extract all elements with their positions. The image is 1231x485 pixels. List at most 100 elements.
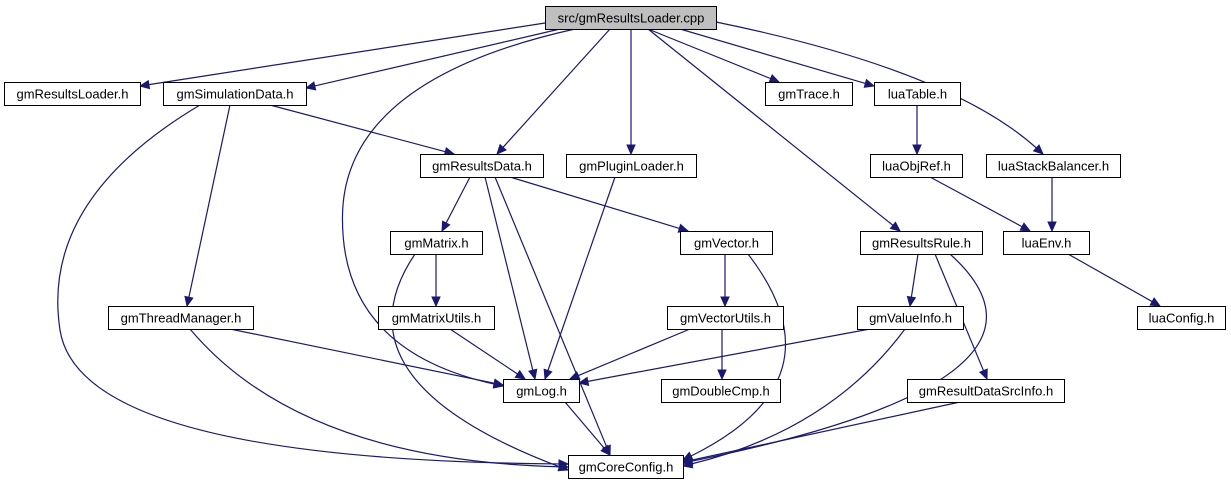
edge-luatable-to-luaobjref [912,105,922,156]
node-label: gmVectorUtils.h [680,311,771,326]
node-label: gmDoubleCmp.h [672,384,770,399]
edge-line [509,176,680,229]
edge-line [189,328,560,468]
node-matrixutils[interactable]: gmMatrixUtils.h [378,306,495,330]
node-box [545,6,717,30]
arrowhead-icon [138,79,151,90]
edge-resultdatasrcinfo-to-coreconfig [681,401,961,465]
node-resultsrule[interactable]: gmResultsRule.h [860,231,983,255]
edge-line [564,401,605,449]
node-label: gmResultsLoader.h [16,87,128,102]
node-box [390,231,483,255]
node-box [667,306,784,330]
node-gmmatrix[interactable]: gmMatrix.h [390,231,483,255]
node-label: gmTrace.h [778,87,840,102]
arrowhead-icon [600,444,611,456]
node-box [1137,306,1226,330]
node-box [907,379,1065,403]
node-box [568,455,684,479]
edge-line [647,28,771,80]
node-box [860,231,983,255]
edge-root-to-resultsrule [647,28,901,232]
node-resultsloader_h[interactable]: gmResultsLoader.h [4,82,141,106]
arrowhead-icon [577,376,590,386]
node-box [765,82,853,106]
node-box [566,154,697,178]
node-luastackbalancer[interactable]: luaStackBalancer.h [986,154,1121,178]
arrowhead-icon [304,81,317,91]
arrowhead-icon [1047,221,1057,233]
node-threadmanager[interactable]: gmThreadManager.h [108,306,254,330]
node-gmvector[interactable]: gmVector.h [680,231,773,255]
edge-root-to-resultsdata [496,28,611,155]
edge-line [691,253,988,462]
node-label: gmValueInfo.h [869,311,952,326]
node-luaobjref[interactable]: luaObjRef.h [870,154,963,178]
arrowhead-icon [889,221,901,232]
node-gmlog[interactable]: gmLog.h [503,379,580,403]
node-label: gmThreadManager.h [121,311,242,326]
arrowhead-icon [496,143,507,155]
node-label: gmPluginLoader.h [579,159,684,174]
edge-resultsrule-to-valueinfo [906,253,919,308]
edge-pluginloader-to-gmlog [543,176,616,381]
edge-luaenv-to-luaconfig [1067,253,1162,307]
node-coreconfig[interactable]: gmCoreConfig.h [568,455,684,479]
arrowhead-icon [681,455,694,465]
node-box [986,154,1121,178]
edge-line [910,253,919,298]
arrowhead-icon [912,144,922,156]
edge-gmlog-to-coreconfig [564,401,611,456]
edge-line [691,401,961,461]
node-box [870,154,963,178]
edge-line [229,328,495,384]
edge-gmmatrix-to-matrixutils [431,254,441,308]
arrowhead-icon [768,74,781,83]
node-luaenv[interactable]: luaEnv.h [1003,231,1090,255]
arrowhead-icon [528,368,538,381]
arrowhead-icon [431,296,441,308]
arrowhead-icon [626,144,636,156]
edge-line [502,28,611,148]
node-resultsdata[interactable]: gmResultsData.h [420,154,544,178]
node-pluginloader[interactable]: gmPluginLoader.h [566,154,697,178]
node-label: gmResultsData.h [432,159,532,174]
node-gmtrace[interactable]: gmTrace.h [765,82,853,106]
node-vectorutils[interactable]: gmVectorUtils.h [667,306,784,330]
node-doublecmp[interactable]: gmDoubleCmp.h [661,379,781,403]
node-label: luaEnv.h [1022,236,1072,251]
node-label: luaObjRef.h [882,159,951,174]
edge-line [269,104,446,153]
node-luatable[interactable]: luaTable.h [874,82,961,106]
edge-resultsdata-to-gmmatrix [441,176,471,233]
node-box [108,306,254,330]
arrowhead-icon [717,369,727,381]
edge-gmmatrix-to-coreconfig [391,253,570,472]
node-box [857,306,964,330]
edge-root-to-resultsloader_h [138,22,546,90]
edge-line [391,253,560,468]
edge-line [691,328,906,465]
node-label: gmResultDataSrcInfo.h [919,384,1053,399]
arrowhead-icon [568,370,581,380]
node-valueinfo[interactable]: gmValueInfo.h [857,306,964,330]
node-resultdatasrcinfo[interactable]: gmResultDataSrcInfo.h [907,379,1065,403]
node-simulationdata[interactable]: gmSimulationData.h [163,82,307,106]
edge-line [547,176,616,371]
node-box [163,82,307,106]
edge-line [445,176,471,224]
edge-line [341,28,576,385]
edge-threadmanager-to-gmlog [229,328,505,388]
edge-valueinfo-to-gmlog [577,328,871,386]
node-root[interactable]: src/gmResultsLoader.cpp [545,6,717,30]
node-luaconfig[interactable]: luaConfig.h [1137,306,1226,330]
edge-line [494,176,608,447]
node-label: gmCoreConfig.h [579,460,674,475]
edge-line [449,328,518,375]
node-label: luaTable.h [888,87,947,102]
node-box [420,154,544,178]
edge-luastackbalancer-to-luaenv [1047,177,1057,233]
edge-matrixutils-to-gmlog [449,328,527,380]
edge-line [587,328,871,382]
node-label: gmSimulationData.h [176,87,293,102]
